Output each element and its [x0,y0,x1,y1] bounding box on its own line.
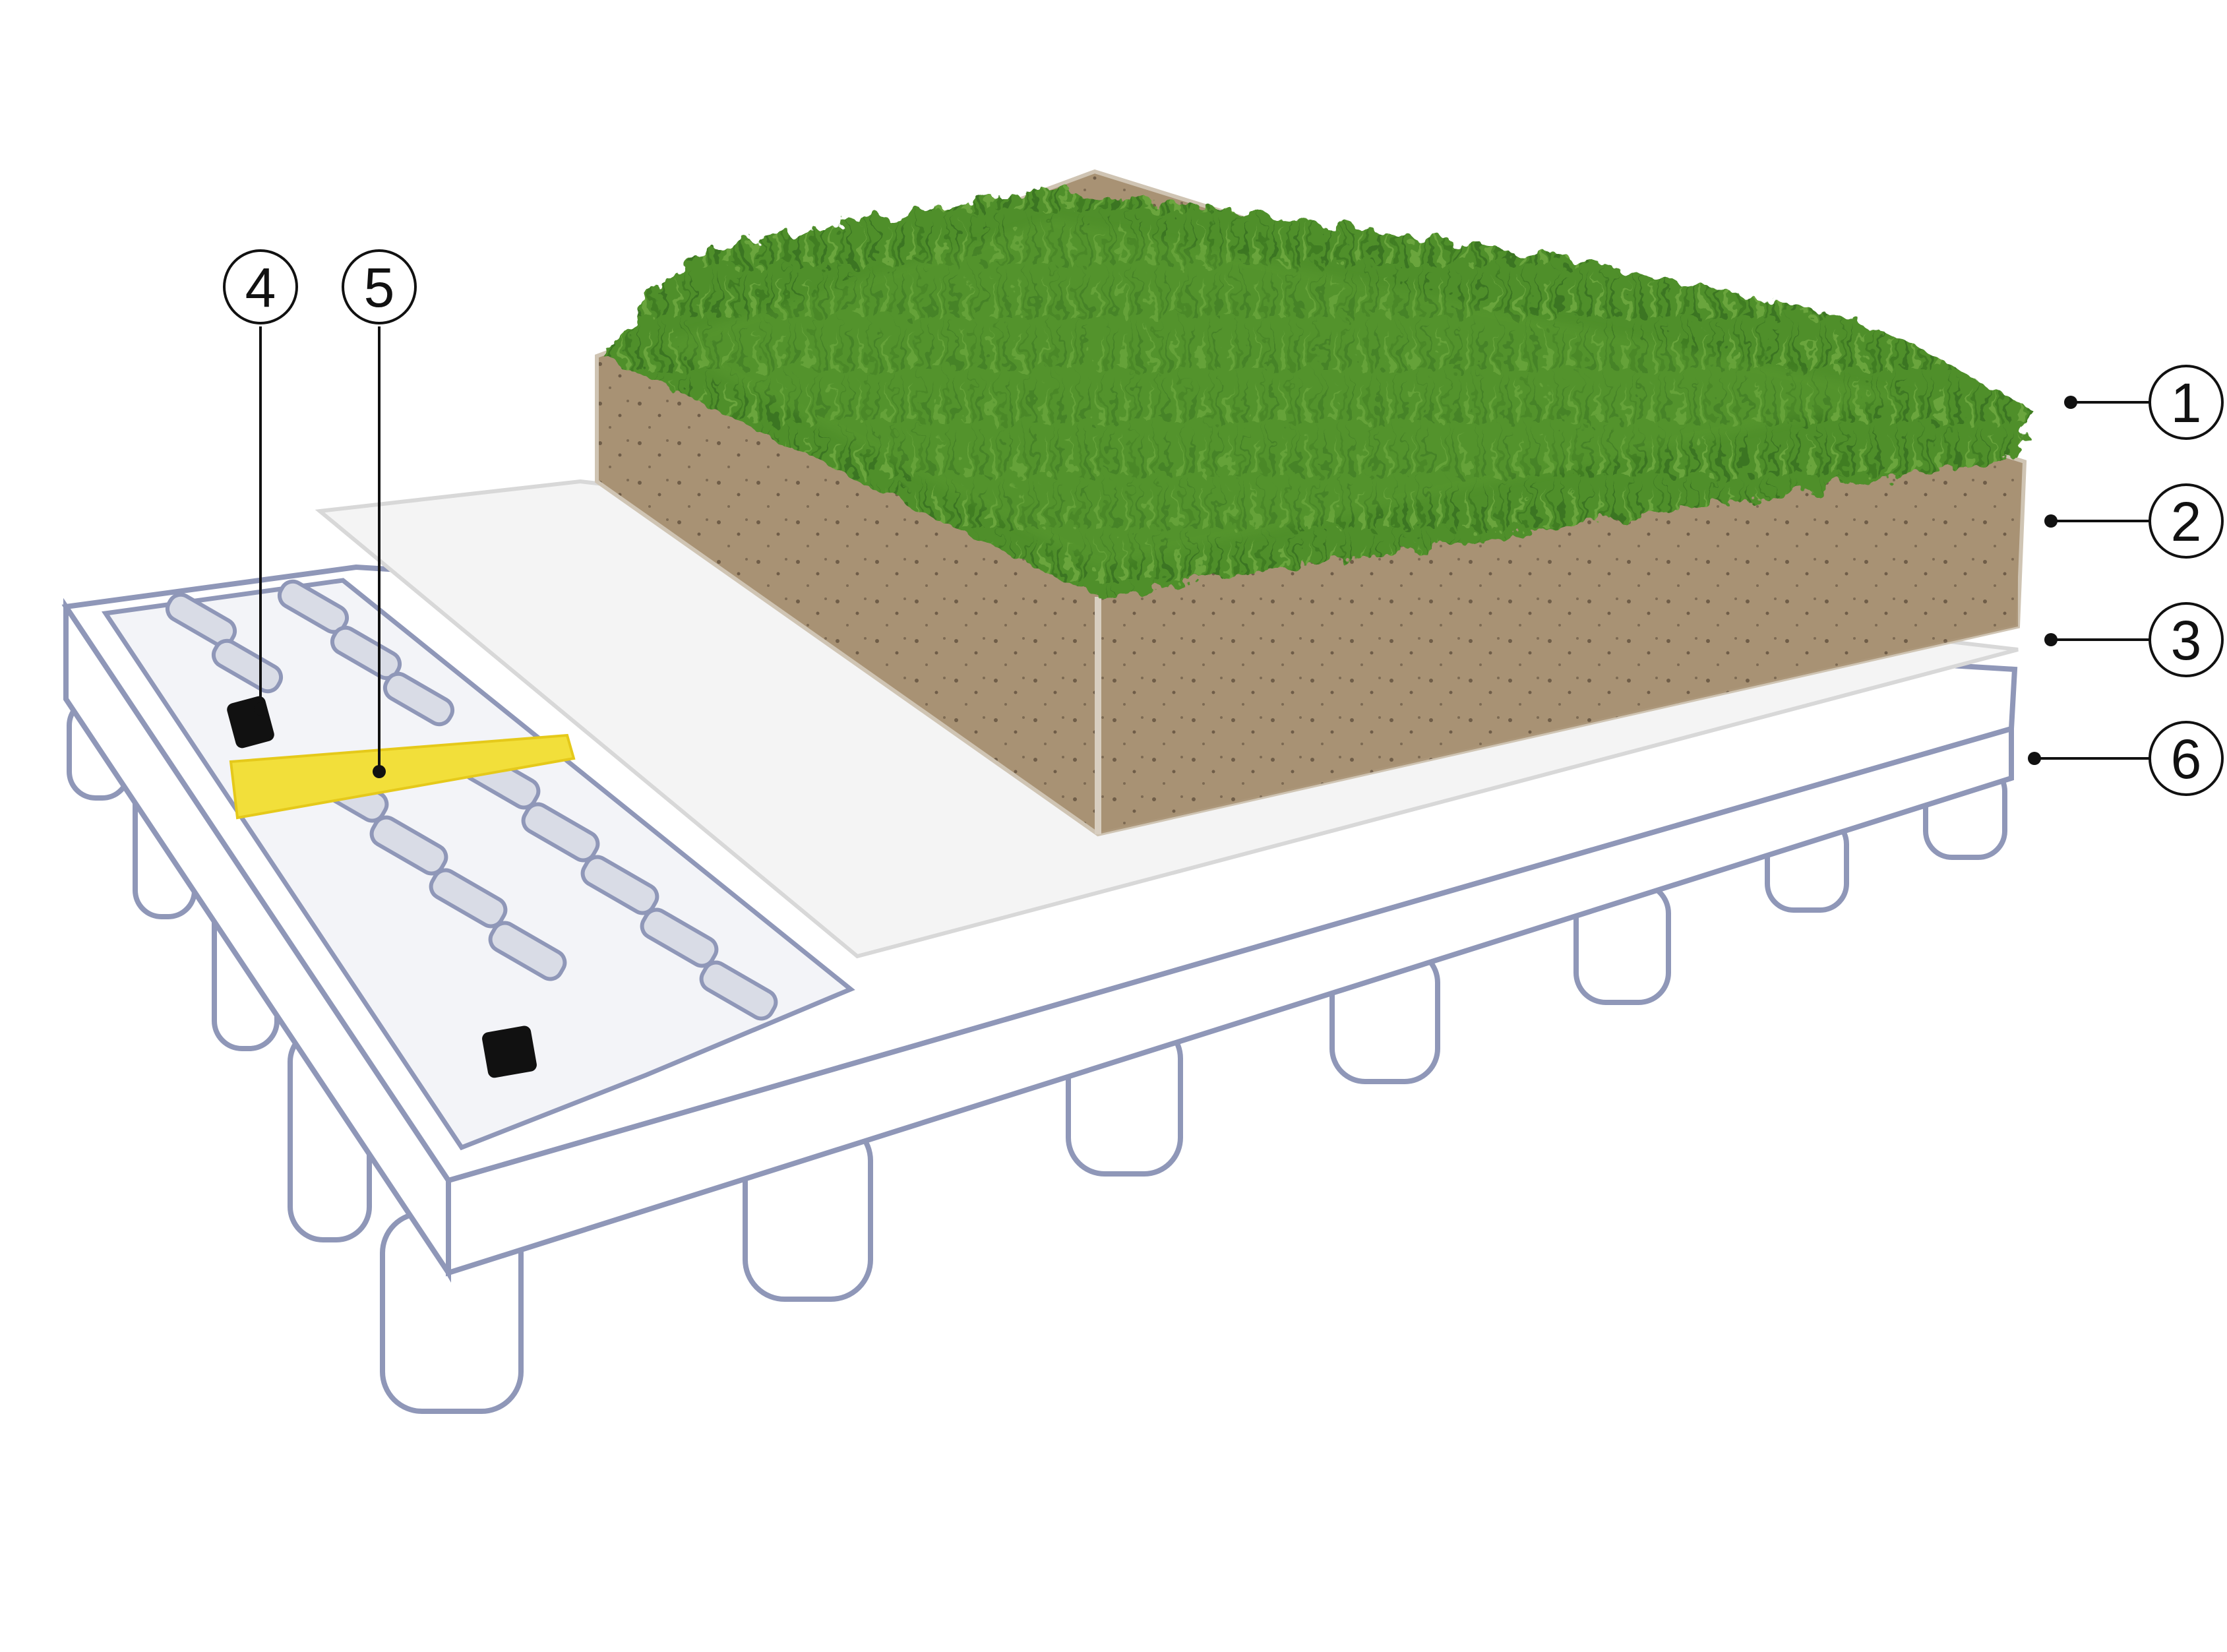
callout-2: 2 [2044,483,2224,559]
clip-lower [482,1025,537,1078]
callout-label-3: 3 [2171,609,2202,671]
callout-3: 3 [2044,602,2224,677]
callout-label-4: 4 [245,257,276,319]
vegetation-layer [603,188,2031,597]
drainage-cells [165,579,778,1021]
callout-label-1: 1 [2171,372,2202,434]
callout-5: 5 [342,249,417,778]
callout-label-2: 2 [2171,491,2202,553]
connector-tape [229,733,576,820]
callout-label-6: 6 [2171,728,2202,790]
callout-6: 6 [2028,721,2224,796]
callout-label-5: 5 [364,257,395,319]
callout-4: 4 [223,249,298,716]
callout-1: 1 [2064,365,2224,440]
